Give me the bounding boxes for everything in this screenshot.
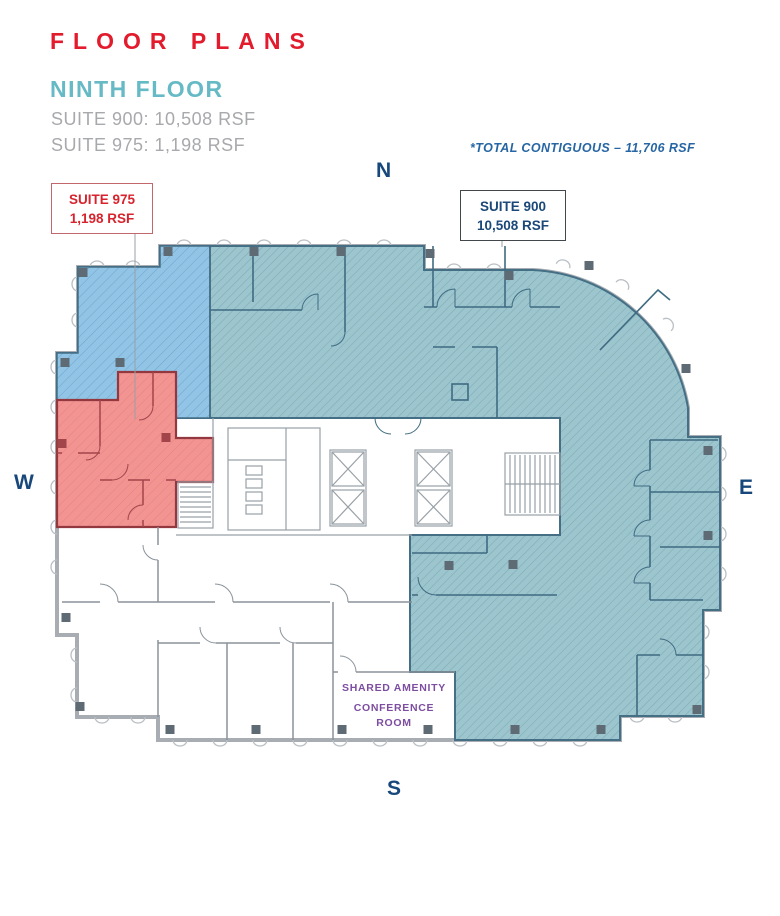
suite-975-area: 1,198 RSF bbox=[69, 211, 135, 226]
suite-summary: SUITE 900: 10,508 RSF SUITE 975: 1,198 R… bbox=[51, 106, 256, 158]
suite-975-name: SUITE 975 bbox=[68, 192, 136, 207]
suite-900-summary-line: SUITE 900: 10,508 RSF bbox=[51, 109, 256, 129]
suite-900-area: 10,508 RSF bbox=[476, 218, 550, 233]
compass-west: W bbox=[14, 471, 34, 494]
southwest-rooms-walls bbox=[62, 527, 455, 740]
suite-975-summary-line: SUITE 975: 1,198 RSF bbox=[51, 135, 246, 155]
compass-east: E bbox=[739, 476, 754, 499]
suite-975-label-box: SUITE 975 1,198 RSF bbox=[51, 183, 153, 234]
shared-amenity-label: SHARED AMENITY CONFERENCE ROOM bbox=[336, 681, 452, 731]
suite-975-columns bbox=[57, 433, 171, 448]
building-core bbox=[176, 418, 561, 536]
amenity-line2: CONFERENCE bbox=[353, 702, 435, 714]
page-title: FLOOR PLANS bbox=[50, 28, 314, 54]
total-contiguous-note: *TOTAL CONTIGUOUS – 11,706 RSF bbox=[470, 141, 696, 155]
suite-975-interior-walls bbox=[57, 372, 176, 527]
suite-900-door-arcs bbox=[301, 288, 677, 656]
window-scallops bbox=[50, 239, 727, 747]
suite-900-label-box: SUITE 900 10,508 RSF bbox=[460, 190, 566, 241]
compass-south: S bbox=[387, 777, 402, 800]
compass-north: N bbox=[376, 159, 392, 182]
amenity-line3: ROOM bbox=[376, 717, 412, 729]
structural-columns bbox=[60, 247, 713, 734]
suite-900-name: SUITE 900 bbox=[479, 199, 547, 214]
amenity-line1: SHARED AMENITY bbox=[342, 682, 446, 694]
floor-subtitle: NINTH FLOOR bbox=[50, 76, 224, 102]
